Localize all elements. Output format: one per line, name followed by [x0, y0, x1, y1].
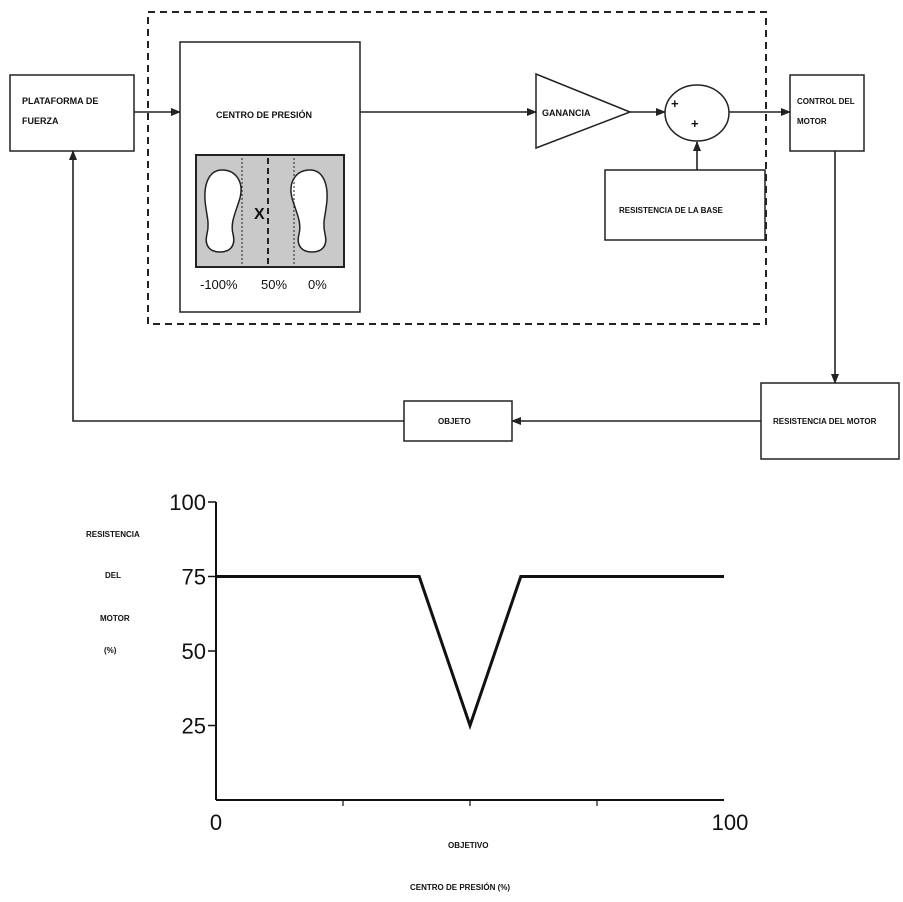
arrow-object-to-platform	[69, 150, 404, 422]
object-block: OBJETO	[403, 400, 513, 442]
cop-scale-left: -100%	[200, 277, 238, 292]
x-axis-label-1: OBJETIVO	[448, 841, 488, 850]
center-of-pressure-title: CENTRO DE PRESIÓN	[216, 109, 312, 120]
x-axis-label-2: CENTRO DE PRESIÓN (%)	[410, 883, 510, 892]
y-axis-label-3: MOTOR	[100, 614, 130, 623]
motor-resistance-block: RESISTENCIA DEL MOTOR	[760, 382, 900, 460]
object-label: OBJETO	[438, 417, 471, 426]
chart: 100 75 50 25 0 100 RESISTENCIA DEL MOTOR (%)…	[86, 490, 748, 892]
y-tick-label: 50	[182, 639, 206, 664]
base-resistance-label: RESISTENCIA DE LA BASE	[619, 206, 724, 215]
motor-resistance-label: RESISTENCIA DEL MOTOR	[773, 417, 877, 426]
left-foot-icon	[204, 169, 242, 253]
motor-control-label-1: CONTROL DEL	[797, 97, 855, 106]
base-resistance-block: RESISTENCIA DE LA BASE	[604, 169, 766, 241]
y-axis-label-4: (%)	[104, 646, 117, 655]
x-ticks: 0 100	[210, 800, 748, 835]
force-platform-label-1: PLATAFORMA DE	[22, 96, 98, 106]
y-axis-label-1: RESISTENCIA	[86, 530, 140, 539]
y-ticks: 100 75 50 25	[169, 490, 216, 739]
gain-label: GANANCIA	[542, 108, 591, 118]
force-platform-label-2: FUERZA	[22, 116, 59, 126]
cop-scale-right: 0%	[308, 277, 327, 292]
y-axis-label-2: DEL	[105, 571, 121, 580]
gain-block: GANANCIA	[535, 72, 633, 150]
force-platform-block: PLATAFORMA DE FUERZA	[9, 74, 135, 152]
sum-sign-2: +	[691, 116, 699, 131]
cop-scale-mid: 50%	[261, 277, 287, 292]
x-tick-label: 0	[210, 810, 222, 835]
motor-control-block: CONTROL DEL MOTOR	[789, 74, 865, 152]
summing-junction: + +	[664, 84, 730, 142]
y-tick-label: 100	[169, 490, 206, 515]
y-tick-label: 75	[182, 565, 206, 590]
series-line	[216, 575, 724, 731]
controller-boundary	[147, 11, 767, 325]
x-tick-label: 100	[712, 810, 749, 835]
center-of-pressure-block: CENTRO DE PRESIÓN X -100% 50% 0%	[179, 41, 361, 313]
y-tick-label: 25	[182, 714, 206, 739]
right-foot-icon	[290, 169, 328, 253]
sum-sign-1: +	[671, 96, 679, 111]
motor-control-label-2: MOTOR	[797, 117, 827, 126]
cop-position-mark: X	[254, 206, 265, 223]
